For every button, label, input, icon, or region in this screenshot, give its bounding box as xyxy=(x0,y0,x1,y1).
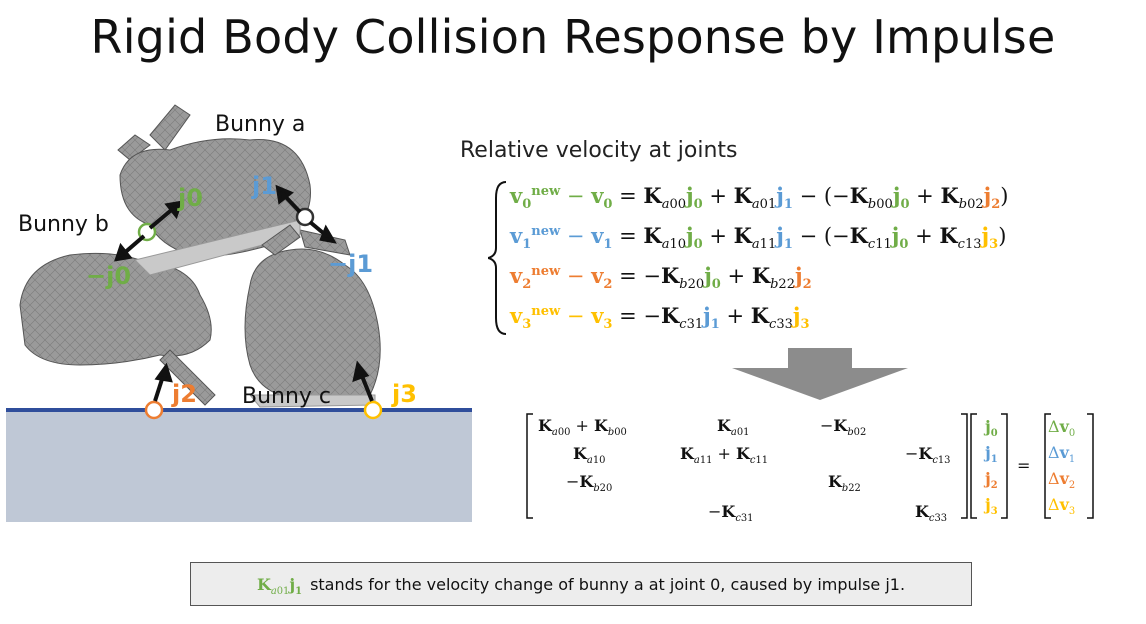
matrix-brackets xyxy=(526,413,1094,519)
bunny-scene xyxy=(6,104,472,522)
page-title: Rigid Body Collision Response by Impulse xyxy=(90,10,1056,64)
bunny-a xyxy=(117,104,351,257)
down-arrow-icon xyxy=(732,348,908,400)
joint-3-point xyxy=(363,400,383,420)
equation-row-2: v2new − v2 = −Kb20j0 + Kb22j2 xyxy=(510,263,812,293)
bunny-b xyxy=(19,219,301,406)
equation-row-0: v0new − v0 = Ka00j0 + Ka01j1 − (−Kb00j0 … xyxy=(510,183,1009,213)
joint-1-point xyxy=(295,207,315,227)
bunny-a-label: Bunny a xyxy=(215,112,306,137)
matrix-cell-11: Ka11 + Kc11 xyxy=(680,444,769,467)
matrix-cell-31: −Kc31 xyxy=(708,502,754,525)
note-term: Ka01j1 xyxy=(256,574,303,597)
matrix-cell-33: Kc33 xyxy=(915,502,948,525)
ground xyxy=(6,410,472,522)
equation-brace xyxy=(488,181,507,335)
matrix-cell-10: Ka10 xyxy=(573,444,606,467)
joint-3-label: j3 xyxy=(392,380,417,408)
matrix-cell-02: −Kb02 xyxy=(820,416,867,439)
matrix-cell-01: Ka01 xyxy=(717,416,750,439)
matrix-cell-13: −Kc13 xyxy=(905,444,951,467)
equation-row-1: v1new − v1 = Ka10j0 + Ka11j1 − (−Kc11j0 … xyxy=(510,223,1007,253)
joint-0-neg-label: −j0 xyxy=(86,262,132,290)
joint-2-point xyxy=(144,400,164,420)
bunny-c xyxy=(244,224,381,408)
bunny-c-label: Bunny c xyxy=(242,384,332,409)
joint-2-label: j2 xyxy=(172,380,197,408)
note-text: stands for the velocity change of bunny … xyxy=(310,574,906,594)
impulse-arrows xyxy=(114,184,374,402)
equals-sign: = xyxy=(1017,456,1031,475)
matrix-cell-00: Ka00 + Kb00 xyxy=(538,416,627,439)
matrix-cell-20: −Kb20 xyxy=(566,472,613,495)
joint-0-label: j0 xyxy=(178,184,203,212)
matrix-cell-22: Kb22 xyxy=(828,472,861,495)
joint-1-label: j1 xyxy=(252,172,277,200)
bunny-b-label: Bunny b xyxy=(18,212,109,237)
joint-1-neg-label: −j1 xyxy=(328,250,374,278)
equation-row-3: v3new − v3 = −Kc31j1 + Kc33j3 xyxy=(510,303,810,333)
note-box: Ka01j1 stands for the velocity change of… xyxy=(190,562,972,606)
subtitle: Relative velocity at joints xyxy=(460,138,738,163)
